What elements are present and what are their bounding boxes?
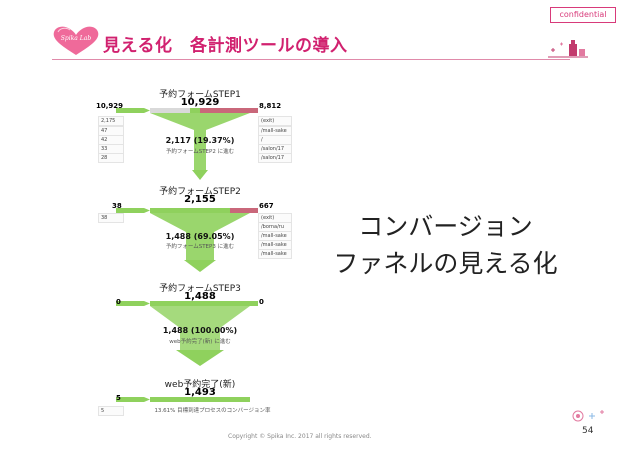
step4-title: web予約完了(新) (164, 380, 236, 390)
step3-entrance-arrow (116, 301, 150, 306)
conversion-funnel-diagram (116, 108, 258, 402)
step3-exit: 0 (259, 298, 264, 306)
step4-value: 1,493 (184, 387, 216, 398)
funnel-shape-3 (150, 306, 250, 350)
step1-exit-arrow (250, 108, 258, 113)
transition1-label: 予約フォームSTEP2 に進む (165, 149, 235, 155)
step3-value: 1,488 (184, 291, 216, 302)
sparkle-decoration-icon (572, 410, 604, 422)
copyright-footer: Copyright © Spika Inc. 2017 all rights r… (228, 433, 372, 440)
transition2-label: 予約フォームSTEP3 に進む (165, 244, 235, 250)
step4-entrance: 5 (116, 394, 121, 402)
funnel-arrow-1 (192, 170, 208, 180)
step2-value: 2,155 (184, 194, 216, 205)
step1-value: 10,929 (180, 97, 220, 108)
step3-entrance: 0 (116, 298, 121, 306)
step3-title: 予約フォームSTEP3 (159, 284, 241, 294)
transition3-value: 1,488 (100.00%) (162, 326, 238, 335)
heart-logo-icon (53, 26, 99, 55)
step3-exit-arrow (250, 301, 258, 306)
step1-bar-exit (200, 108, 250, 113)
step1-entrance: 10,929 (96, 102, 124, 110)
step2-bar-green (150, 208, 230, 213)
funnel-shape-1 (150, 113, 250, 170)
step1-exit-item: /salon/17 (258, 153, 292, 163)
step2-exit-arrow (250, 208, 258, 213)
step1-bar-green (190, 108, 200, 113)
callout-text: コンバージョン ファネルの見える化 (318, 208, 573, 282)
step1-entrance-item: 28 (98, 153, 124, 163)
transition1-value: 2,117 (19.37%) (165, 136, 235, 145)
step2-entrance-item: 38 (98, 213, 124, 223)
step2-bar-exit (230, 208, 250, 213)
transition3-label: web予約完了(新) に進む (169, 339, 231, 345)
step2-exit: 667 (259, 202, 274, 210)
step1-entrance-item: 2,175 (98, 116, 124, 126)
step1-exit: 8,812 (259, 102, 282, 110)
step2-title: 予約フォームSTEP2 (159, 187, 241, 197)
page-number: 54 (582, 426, 594, 436)
step2-entrance: 38 (112, 202, 122, 210)
funnel-arrow-2 (184, 260, 216, 272)
step2-entrance-arrow (116, 208, 150, 213)
callout-line1: コンバージョン (358, 212, 533, 241)
transition2-value: 1,488 (69.05%) (165, 232, 235, 241)
confidential-badge: confidential (550, 7, 616, 23)
cosmetics-icon (548, 40, 588, 58)
step2-exit-item: /mall-sake (258, 249, 292, 259)
step4-entrance-item: 5 (98, 406, 124, 416)
step4-bar-green (150, 397, 250, 402)
page-title: 見える化 各計測ツールの導入 (103, 36, 348, 56)
title-underline (52, 59, 570, 60)
step1-title: 予約フォームSTEP1 (159, 90, 241, 100)
callout-line2: ファネルの見える化 (333, 249, 558, 278)
conversion-rate-note: 13.61% 目標到達プロセスのコンバージョン率 (154, 408, 271, 414)
step1-entrance-arrow (116, 108, 150, 113)
step4-entrance-arrow (116, 397, 150, 402)
step3-bar-green (150, 301, 250, 306)
step1-bar-grey (150, 108, 190, 113)
funnel-arrow-3 (176, 350, 224, 366)
funnel-shape-2 (150, 213, 250, 260)
step1-exit-item: (exit) (258, 116, 292, 126)
logo-text: Spika Lab (60, 35, 92, 42)
